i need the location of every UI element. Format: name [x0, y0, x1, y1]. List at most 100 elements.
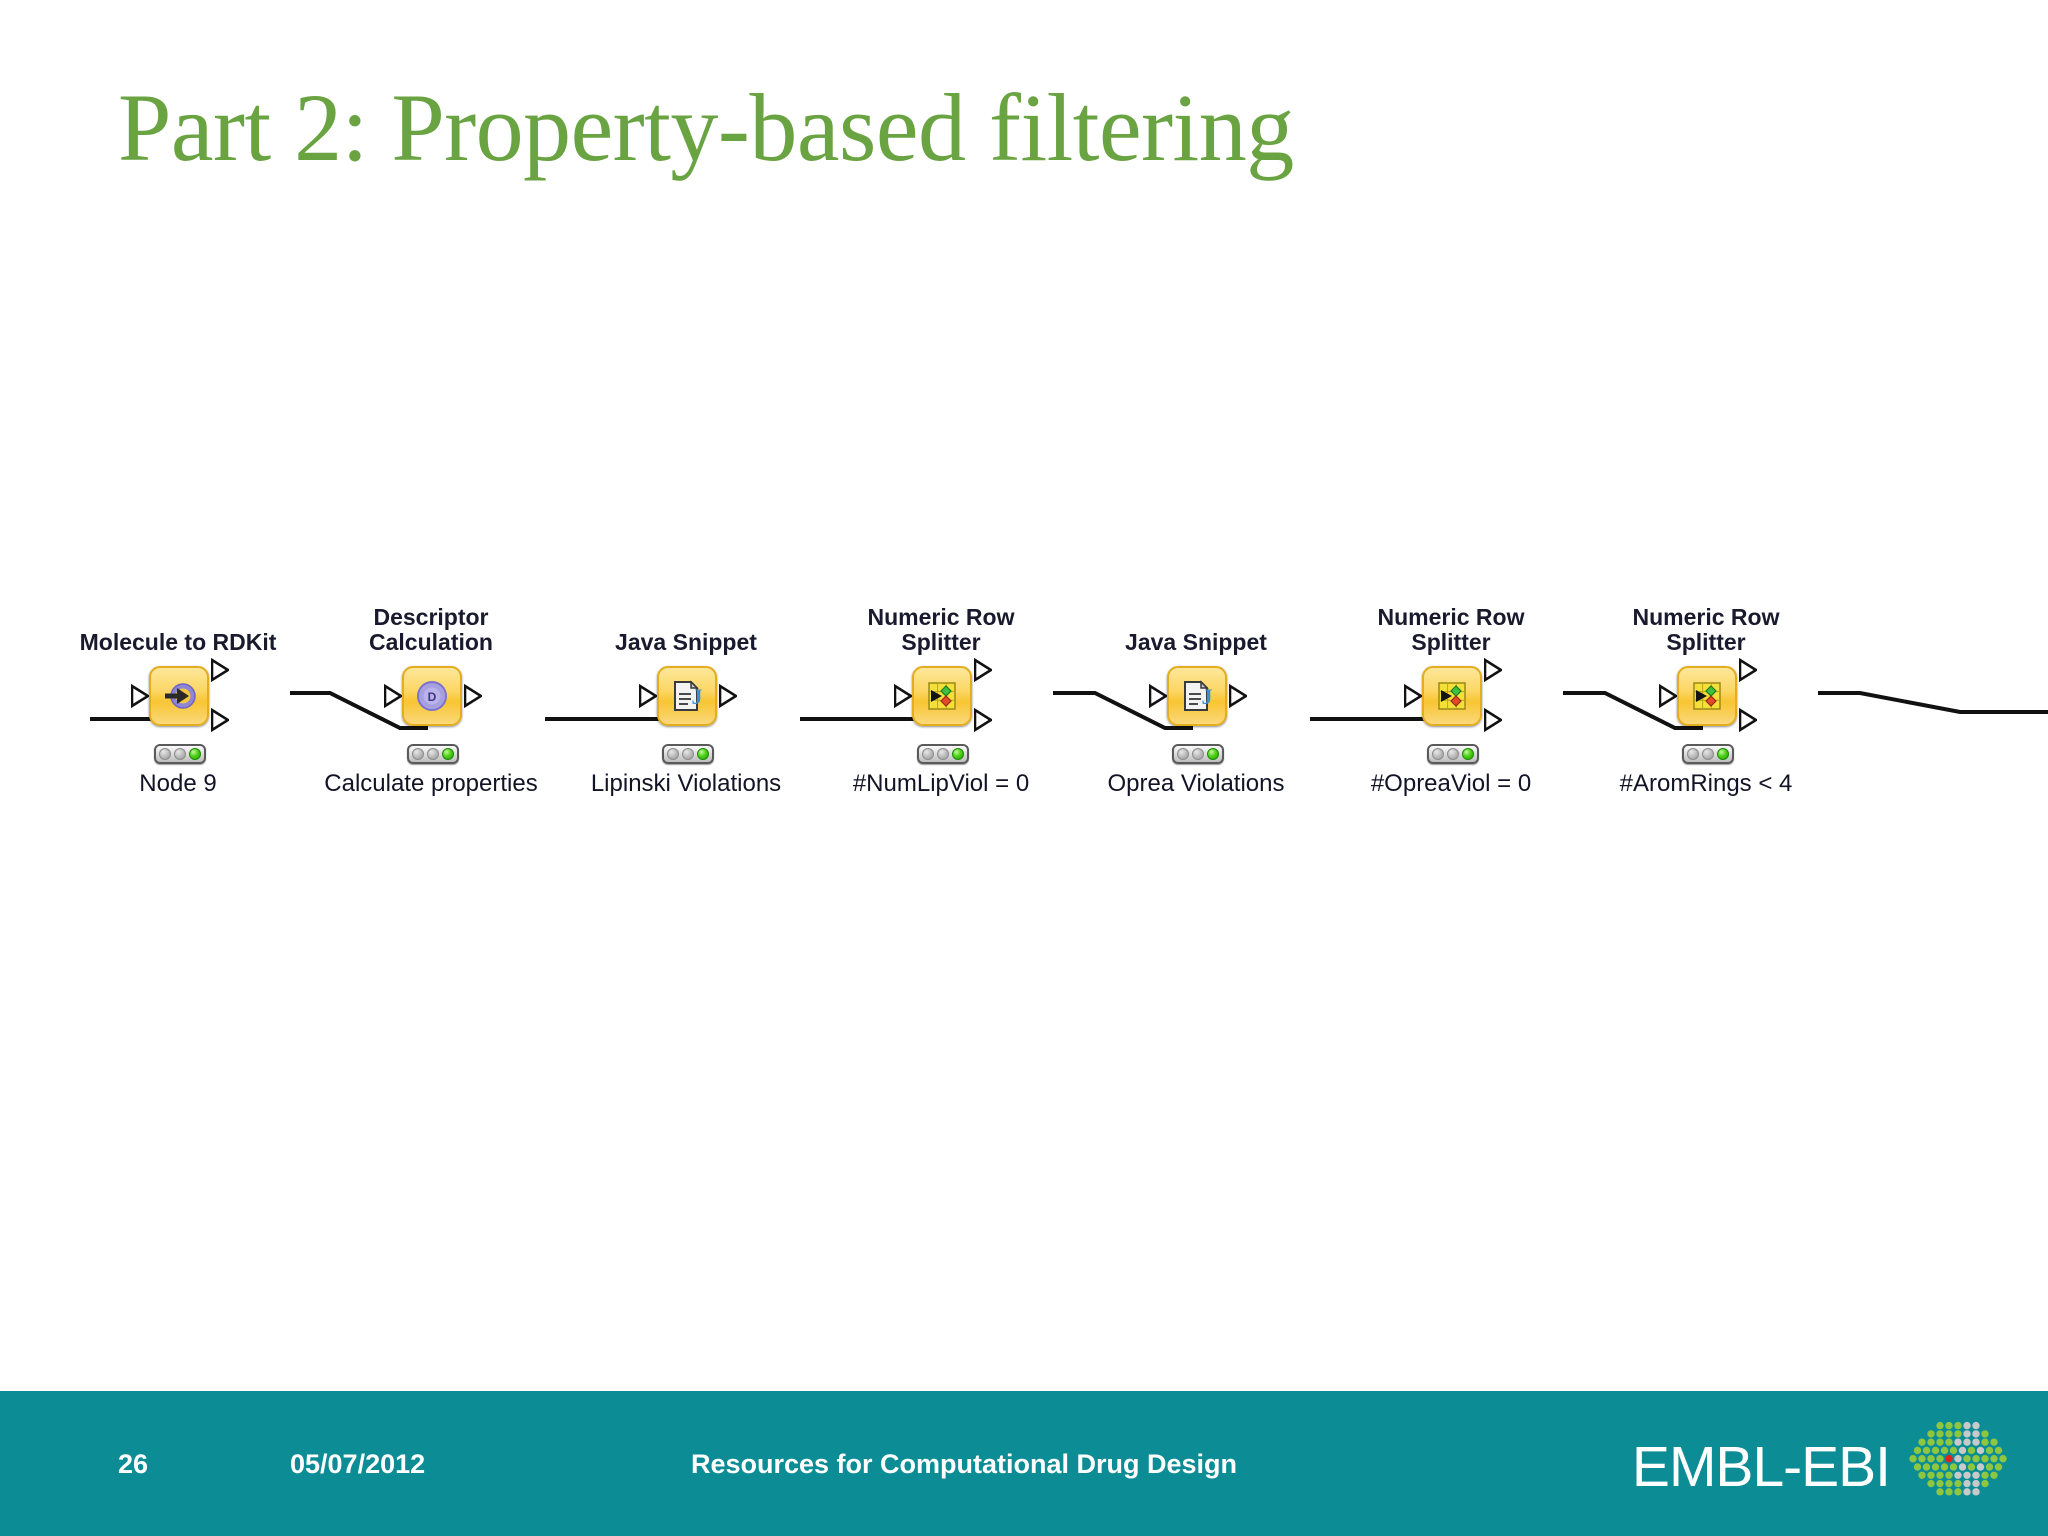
- node-status-indicator: [662, 744, 714, 764]
- node-body[interactable]: #NumLipViol = 0: [816, 658, 1066, 797]
- java-snippet-icon: J: [1169, 668, 1225, 724]
- node-label: #NumLipViol = 0: [852, 770, 1030, 797]
- node-body[interactable]: Node 9: [53, 658, 303, 797]
- node-input-port[interactable]: [384, 684, 402, 708]
- workflow-node-molecule-to-rdkit[interactable]: Molecule to RDKit: [53, 600, 303, 797]
- page-title: Part 2: Property-based filtering: [118, 74, 1294, 181]
- status-led-idle: [1432, 748, 1445, 760]
- node-output-port-upper[interactable]: [1484, 658, 1502, 682]
- status-led-executed: [696, 748, 709, 760]
- workflow-node-row-splitter-numlipviol[interactable]: Numeric Row Splitter: [816, 600, 1066, 797]
- node-status-indicator: [917, 744, 969, 764]
- node-status-indicator: [1172, 744, 1224, 764]
- embl-ebi-logo: EMBL-EBI: [1632, 1413, 2012, 1521]
- node-status-indicator: [154, 744, 206, 764]
- status-led-queued: [1446, 748, 1459, 760]
- status-led-idle: [1687, 748, 1700, 760]
- node-label: #OpreaViol = 0: [1370, 770, 1532, 797]
- status-led-idle: [667, 748, 680, 760]
- node-output-port[interactable]: [1229, 684, 1247, 708]
- status-led-executed: [441, 748, 454, 760]
- status-led-queued: [1701, 748, 1714, 760]
- node-box[interactable]: J: [657, 666, 717, 726]
- workflow-node-descriptor-calculation[interactable]: Descriptor Calculation D: [306, 600, 556, 797]
- status-led-executed: [1716, 748, 1729, 760]
- node-input-port[interactable]: [1149, 684, 1167, 708]
- status-led-idle: [159, 748, 172, 760]
- node-body[interactable]: D Calculate properties: [306, 660, 556, 797]
- node-output-port[interactable]: [719, 684, 737, 708]
- node-box[interactable]: J: [1167, 666, 1227, 726]
- svg-text:J: J: [1202, 684, 1213, 709]
- node-box[interactable]: D: [402, 666, 462, 726]
- node-box[interactable]: [1677, 666, 1737, 726]
- status-led-queued: [681, 748, 694, 760]
- node-label: Lipinski Violations: [590, 770, 782, 797]
- node-box[interactable]: [149, 666, 209, 726]
- status-led-executed: [1206, 748, 1219, 760]
- descriptor-calculation-icon: D: [404, 668, 460, 724]
- status-led-queued: [936, 748, 949, 760]
- node-status-indicator: [407, 744, 459, 764]
- status-led-idle: [1177, 748, 1190, 760]
- node-title: Numeric Row Splitter: [867, 604, 1015, 655]
- workflow-node-row-splitter-aromrings[interactable]: Numeric Row Splitter: [1581, 600, 1831, 797]
- node-body[interactable]: #AromRings < 4: [1581, 658, 1831, 797]
- node-input-port[interactable]: [1404, 684, 1422, 708]
- footer-date: 05/07/2012: [290, 1449, 426, 1479]
- node-title: Java Snippet: [615, 628, 757, 655]
- embl-ebi-logo-text: EMBL-EBI: [1631, 1434, 1891, 1499]
- node-label: Node 9: [139, 770, 217, 797]
- status-led-executed: [1461, 748, 1474, 760]
- node-output-port-lower[interactable]: [1739, 708, 1757, 732]
- status-led-queued: [426, 748, 439, 760]
- row-splitter-icon: [1424, 668, 1480, 724]
- node-input-port[interactable]: [1659, 684, 1677, 708]
- molecule-to-rdkit-icon: [151, 668, 207, 724]
- node-label: Oprea Violations: [1107, 770, 1285, 797]
- workflow-node-row-splitter-opreaviol[interactable]: Numeric Row Splitter: [1326, 600, 1576, 797]
- footer-presentation-title: Resources for Computational Drug Design: [690, 1449, 1238, 1479]
- node-output-port-lower[interactable]: [1484, 708, 1502, 732]
- row-splitter-icon: [914, 668, 970, 724]
- status-led-executed: [188, 748, 201, 760]
- workflow-node-java-snippet-oprea[interactable]: Java Snippet J: [1071, 600, 1321, 797]
- node-title: Numeric Row Splitter: [1377, 604, 1525, 655]
- node-output-port[interactable]: [464, 684, 482, 708]
- node-title: Descriptor Calculation: [369, 604, 493, 655]
- node-input-port[interactable]: [894, 684, 912, 708]
- node-body[interactable]: J Lipinski Violations: [561, 660, 811, 797]
- node-box[interactable]: [1422, 666, 1482, 726]
- workflow-connectors: [90, 691, 2048, 730]
- node-output-port-lower[interactable]: [211, 708, 229, 732]
- node-input-port[interactable]: [639, 684, 657, 708]
- status-led-queued: [1191, 748, 1204, 760]
- node-label: Calculate properties: [324, 770, 538, 797]
- status-led-idle: [922, 748, 935, 760]
- knime-workflow-diagram: Molecule to RDKit: [0, 600, 2048, 900]
- node-box[interactable]: [912, 666, 972, 726]
- node-input-port[interactable]: [131, 684, 149, 708]
- node-output-port-lower[interactable]: [974, 708, 992, 732]
- node-title: Java Snippet: [1125, 628, 1267, 655]
- node-label: #AromRings < 4: [1619, 770, 1793, 797]
- slide-footer: 26 05/07/2012 Resources for Computationa…: [0, 1391, 2048, 1536]
- footer-page-number: 26: [118, 1449, 149, 1479]
- node-status-indicator: [1682, 744, 1734, 764]
- embl-ebi-hexagon-logo-icon: [1909, 1421, 2007, 1496]
- node-body[interactable]: J Oprea Violations: [1071, 660, 1321, 797]
- node-output-port-upper[interactable]: [1739, 658, 1757, 682]
- node-title: Molecule to RDKit: [79, 628, 277, 655]
- node-body[interactable]: #OpreaViol = 0: [1326, 658, 1576, 797]
- workflow-node-java-snippet-lipinski[interactable]: Java Snippet J: [561, 600, 811, 797]
- status-led-idle: [412, 748, 425, 760]
- svg-text:D: D: [428, 690, 437, 704]
- node-output-port-upper[interactable]: [211, 658, 229, 682]
- status-led-queued: [173, 748, 186, 760]
- row-splitter-icon: [1679, 668, 1735, 724]
- java-snippet-icon: J: [659, 668, 715, 724]
- node-output-port-upper[interactable]: [974, 658, 992, 682]
- status-led-executed: [951, 748, 964, 760]
- node-title: Numeric Row Splitter: [1632, 604, 1780, 655]
